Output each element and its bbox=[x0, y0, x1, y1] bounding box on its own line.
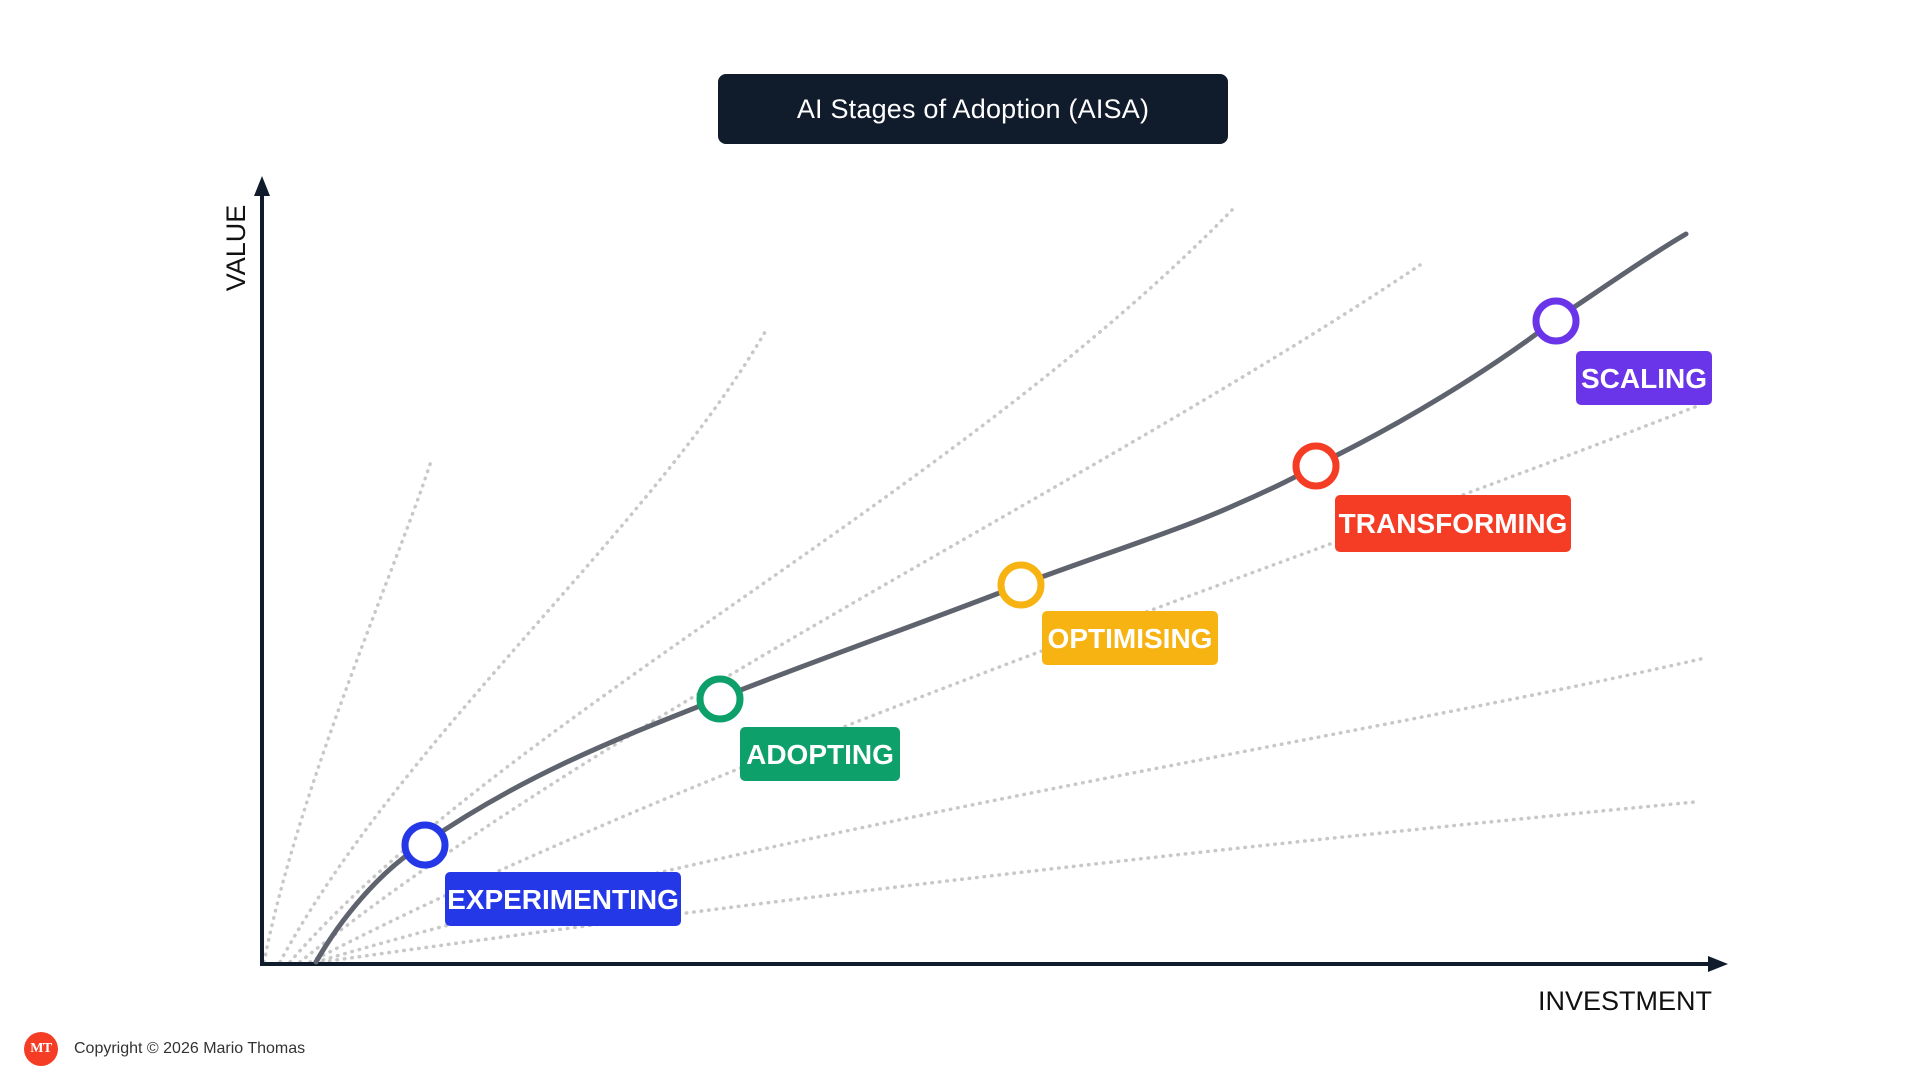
stage-experimenting: EXPERIMENTING bbox=[401, 821, 681, 926]
stage-label: TRANSFORMING bbox=[1339, 508, 1568, 539]
copyright-text: Copyright © 2026 Mario Thomas bbox=[74, 1040, 306, 1057]
stage-adopting: ADOPTING bbox=[696, 675, 900, 781]
axes bbox=[254, 176, 1728, 972]
stage-label-box bbox=[1576, 351, 1712, 405]
stage-label: SCALING bbox=[1581, 363, 1707, 394]
stage-marker bbox=[1532, 297, 1580, 345]
page-title: AI Stages of Adoption (AISA) bbox=[796, 93, 1150, 124]
title-banner: AI Stages of Adoption (AISA) bbox=[718, 74, 1228, 144]
stage-label: ADOPTING bbox=[746, 739, 894, 770]
y-axis-arrowhead bbox=[254, 176, 270, 196]
logo-text: MT bbox=[30, 1041, 52, 1056]
guide-curve bbox=[308, 403, 1702, 964]
stage-label: OPTIMISING bbox=[1048, 623, 1213, 654]
stage-label-box bbox=[445, 872, 681, 926]
stage-label: EXPERIMENTING bbox=[447, 884, 679, 915]
x-axis-arrowhead bbox=[1708, 956, 1728, 972]
stage-label-box bbox=[1042, 611, 1218, 665]
guide-curve bbox=[278, 330, 767, 964]
stage-label-box bbox=[740, 727, 900, 781]
guide-curve bbox=[262, 456, 434, 964]
stage-label-box bbox=[1335, 495, 1571, 552]
stage-marker bbox=[1292, 442, 1340, 490]
guide-curve bbox=[314, 656, 1707, 964]
guide-curve bbox=[298, 263, 1422, 964]
stage-marker bbox=[696, 675, 744, 723]
guide-curve bbox=[288, 208, 1234, 964]
guide-curve bbox=[320, 800, 1697, 964]
stage-marker bbox=[401, 821, 449, 869]
stage-transforming: TRANSFORMING bbox=[1292, 442, 1571, 552]
stage-marker bbox=[997, 561, 1045, 609]
stages: EXPERIMENTING ADOPTING OPTIMISING TRANSF… bbox=[401, 297, 1712, 926]
mt-logo-icon: MT bbox=[24, 1032, 58, 1066]
x-axis-label: INVESTMENT bbox=[1538, 986, 1712, 1016]
stage-scaling: SCALING bbox=[1532, 297, 1712, 405]
guide-curves bbox=[262, 208, 1707, 964]
y-axis-label: VALUE bbox=[221, 205, 251, 292]
footer: MT Copyright © 2026 Mario Thomas bbox=[24, 1032, 306, 1066]
stage-optimising: OPTIMISING bbox=[997, 561, 1218, 665]
adoption-curve bbox=[313, 231, 1689, 965]
